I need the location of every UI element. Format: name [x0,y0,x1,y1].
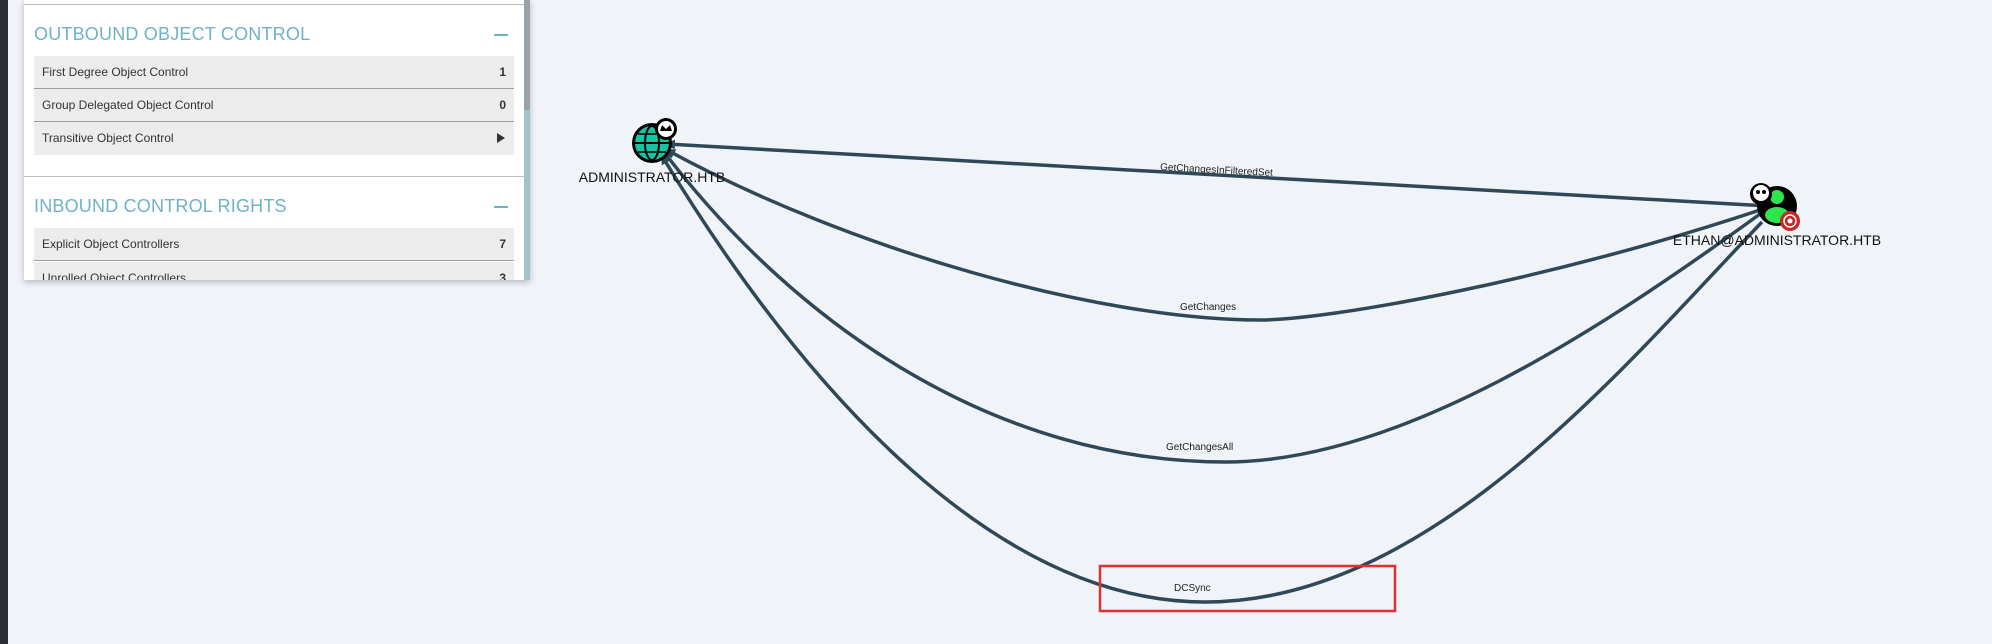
edge-getchangesinfilteredset[interactable]: GetChangesInFilteredSet [665,139,1769,208]
collapse-outbound-button[interactable] [494,34,508,36]
inbound-section-title: INBOUND CONTROL RIGHTS [34,196,287,216]
crown-icon [655,118,677,140]
edge-dcsync[interactable]: DCSync [660,154,1764,604]
collapse-inbound-button[interactable] [494,206,508,208]
skull-icon [1750,183,1772,205]
row-label: Transitive Object Control [42,131,174,145]
panel-scrollbar-track [524,110,530,280]
expand-arrow-icon[interactable] [497,133,505,143]
target-icon [1780,211,1800,231]
row-value: 3 [499,271,506,280]
edge-getchangesall[interactable]: GetChangesAll [662,150,1762,464]
row-value: 1 [499,65,506,79]
row-group-delegated-object-control[interactable]: Group Delegated Object Control 0 [34,89,514,122]
edge-getchanges[interactable]: GetChanges [665,148,1761,322]
panel-scrollbar[interactable] [524,0,530,280]
domain-node-label: ADMINISTRATOR.HTB [579,169,726,185]
highlight-box [1098,564,1397,613]
row-transitive-object-control[interactable]: Transitive Object Control [34,122,514,155]
row-unrolled-object-controllers[interactable]: Unrolled Object Controllers 3 [34,262,514,280]
row-label: First Degree Object Control [42,65,189,79]
row-first-degree-object-control[interactable]: First Degree Object Control 1 [34,56,514,89]
edge-label-dcsync: DCSync [1174,583,1211,594]
section-divider [24,176,524,177]
panel-top-divider [24,4,524,5]
row-label: Group Delegated Object Control [42,98,214,112]
row-label: Unrolled Object Controllers [42,271,187,280]
row-value: 0 [499,98,506,112]
user-node-label: ETHAN@ADMINISTRATOR.HTB [1673,232,1881,248]
user-node[interactable]: ETHAN@ADMINISTRATOR.HTB [1673,183,1881,248]
row-value: 7 [499,237,506,251]
node-info-panel[interactable]: OUTBOUND OBJECT CONTROL First Degree Obj… [24,0,530,280]
domain-node[interactable]: ADMINISTRATOR.HTB [579,118,726,185]
edge-label-getchanges: GetChanges [1180,302,1236,313]
row-label: Explicit Object Controllers [42,237,180,251]
row-explicit-object-controllers[interactable]: Explicit Object Controllers 7 [34,228,514,261]
outbound-section-title: OUTBOUND OBJECT CONTROL [34,24,311,44]
panel-scrollbar-thumb[interactable] [524,0,530,110]
edge-label-getchangesall: GetChangesAll [1166,442,1233,453]
left-rail [0,0,8,644]
